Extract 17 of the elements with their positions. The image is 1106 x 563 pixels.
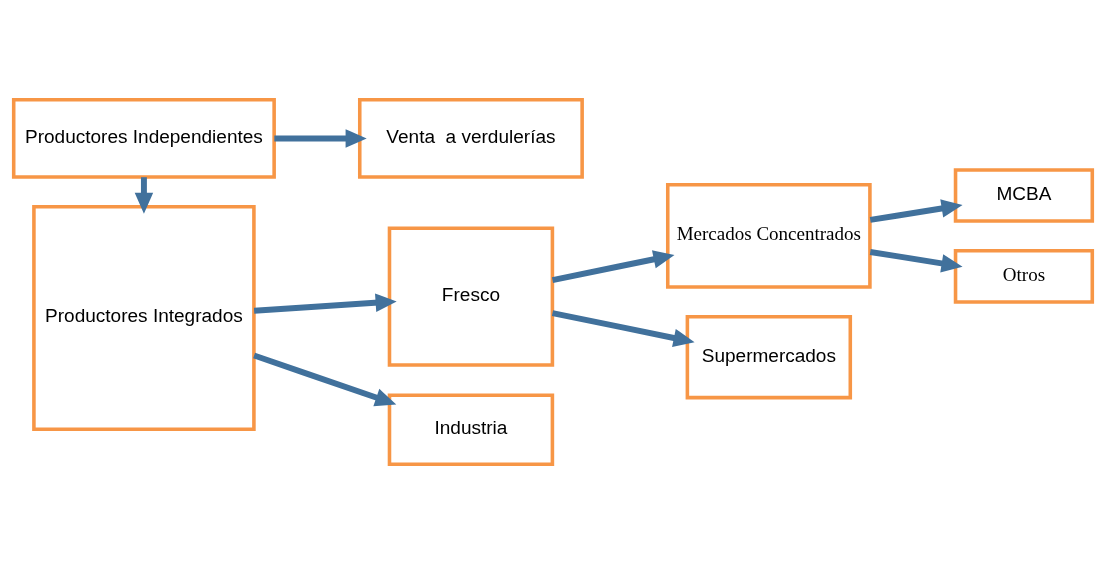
node-box: Industria — [387, 393, 555, 466]
arrow — [134, 176, 154, 214]
node-box: Venta a verdulerías — [357, 97, 584, 179]
node-box: Productores Independientes — [11, 97, 276, 179]
node-box: Fresco — [387, 225, 555, 367]
node-box: Otros — [953, 248, 1095, 304]
arrow — [869, 198, 963, 223]
node-box: Supermercados — [685, 314, 853, 399]
arrow — [551, 309, 695, 347]
node-box: MCBA — [953, 167, 1095, 223]
node-box: Mercados Concentrados — [665, 182, 872, 289]
arrow — [253, 352, 397, 406]
arrow — [869, 248, 963, 272]
arrow — [274, 128, 367, 148]
node-box: Productores Integrados — [32, 204, 256, 431]
arrow — [253, 293, 397, 314]
arrow — [551, 249, 675, 283]
